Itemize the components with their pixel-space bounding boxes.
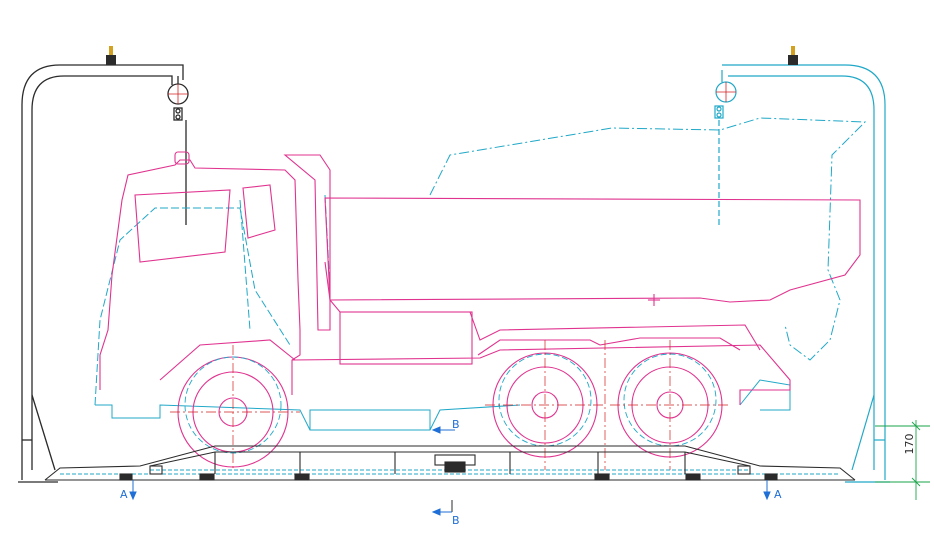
left-sensor-mount	[106, 46, 189, 225]
deck-posts	[214, 452, 686, 474]
cab-window	[134, 189, 231, 263]
section-a-right-marker: A	[763, 480, 782, 501]
section-a-right-label: A	[774, 488, 782, 501]
section-b-bottom-label: B	[452, 514, 460, 527]
ramp-left	[44, 445, 225, 481]
cab-side-window	[242, 184, 276, 239]
portal-frame-right	[714, 46, 890, 483]
rear-envelope	[739, 379, 791, 411]
headboard	[283, 154, 331, 331]
section-b-top-label: B	[452, 418, 460, 431]
fuel-tank	[339, 311, 473, 365]
section-markers: A A B B	[120, 418, 782, 527]
dump-bed	[324, 197, 861, 303]
section-b-top-marker: B	[431, 418, 460, 434]
section-b-bottom-marker: B	[431, 500, 460, 527]
centerlines	[170, 340, 730, 470]
frame-left-inner	[31, 75, 173, 470]
cab-envelope	[94, 207, 291, 406]
dimension-label: 170	[903, 434, 916, 455]
weighbridge-platform	[44, 445, 856, 481]
truck-cab	[99, 159, 301, 395]
alt-wheels	[184, 353, 717, 454]
frame-right-inner	[728, 75, 875, 470]
deck-top	[215, 445, 856, 481]
chassis-rail	[291, 344, 791, 405]
height-dimension: 170	[875, 420, 930, 500]
section-a-left-label: A	[120, 488, 128, 501]
frame-left-outer	[21, 64, 184, 480]
clearance-envelope	[94, 117, 867, 431]
lower-envelope	[95, 404, 521, 431]
frame-right-outer	[722, 64, 886, 480]
dump-truck	[99, 151, 861, 468]
right-sensor-mount	[714, 46, 798, 225]
frame-right-brace	[851, 394, 875, 471]
section-a-left-marker: A	[120, 480, 137, 501]
raised-bed-outline	[429, 117, 867, 361]
load-cells	[119, 454, 778, 481]
frame-left-brace	[31, 394, 56, 471]
portal-frame	[18, 46, 189, 483]
